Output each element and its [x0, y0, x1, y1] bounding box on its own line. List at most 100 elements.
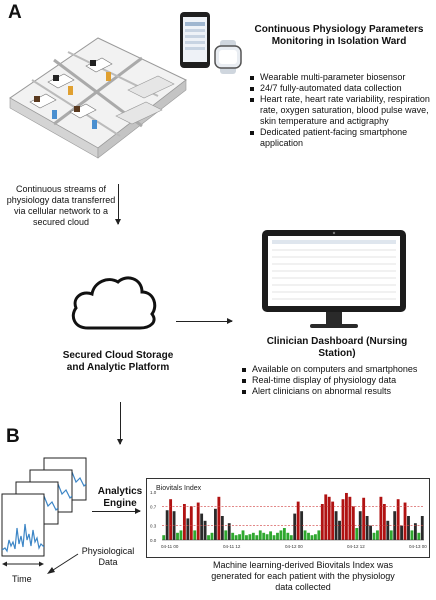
index-bar [403, 502, 407, 540]
index-bar [165, 510, 169, 540]
x-tick-label: 04-11 12 [223, 544, 241, 549]
index-bar [289, 535, 293, 540]
index-bar [307, 532, 310, 540]
index-bar [189, 506, 193, 540]
index-bar [351, 506, 355, 540]
index-bar [238, 534, 241, 540]
index-bar [417, 532, 421, 540]
index-bar [255, 535, 259, 540]
index-bar [358, 511, 362, 540]
index-bar [251, 532, 255, 540]
engine-arrow [92, 508, 141, 514]
index-bar [310, 535, 314, 540]
index-bar [341, 499, 345, 540]
index-bar [265, 534, 269, 540]
index-bar [400, 525, 404, 540]
result-caption: Machine learning-derived Biovitals Index… [211, 560, 395, 592]
dashboard-feature-item: Alert clinicians on abnormal results [242, 386, 432, 397]
index-bar [389, 530, 393, 540]
index-bar [369, 525, 372, 540]
index-bar [372, 532, 376, 540]
index-bar [286, 532, 290, 540]
monitoring-features: Wearable multi-parameter biosensor 24/7 … [248, 72, 436, 149]
x-tick-label: 04-12 00 [285, 544, 303, 549]
index-bar [248, 534, 252, 540]
index-bar [379, 496, 383, 540]
smartphone-icon [180, 12, 210, 68]
index-bar [186, 518, 190, 540]
index-bar [303, 530, 307, 540]
ward-illustration [9, 37, 187, 159]
index-bar [272, 535, 276, 540]
x-tick-label: 04-11 00 [161, 544, 179, 549]
y-tick-label: 1.0 [150, 490, 157, 495]
index-bar [365, 516, 369, 540]
chart-title: Biovitals Index [156, 485, 202, 492]
monitor-icon [262, 230, 406, 328]
index-bar [203, 520, 207, 540]
index-bar [179, 530, 183, 540]
index-bar [386, 520, 390, 540]
index-bar [234, 535, 238, 540]
stream-caption: Continuous streams of physiology data tr… [6, 184, 116, 227]
cloud-icon [71, 276, 157, 330]
analytics-engine-label: Analytics Engine [97, 486, 143, 509]
index-bar [296, 501, 300, 540]
index-bar [317, 530, 321, 540]
smartwatch-icon [214, 40, 242, 74]
index-bar [220, 516, 224, 540]
index-bar [231, 532, 235, 540]
feature-item: Heart rate, heart rate variability, resp… [250, 94, 436, 127]
index-bar [334, 511, 338, 540]
feature-item: 24/7 fully-automated data collection [250, 83, 436, 94]
feature-item: Dedicated patient-facing smartphone appl… [250, 127, 436, 149]
index-bar [245, 535, 248, 540]
index-bar [224, 530, 228, 540]
index-bar [345, 492, 348, 540]
down-arrow-2 [117, 402, 123, 445]
index-bar [320, 504, 324, 540]
index-bar [200, 513, 204, 540]
index-bar [182, 504, 186, 540]
index-bar [413, 523, 417, 540]
index-bar [227, 523, 231, 540]
index-bar [262, 532, 266, 540]
index-bar [293, 513, 297, 540]
index-bar [169, 499, 173, 540]
chart-frame [146, 478, 430, 558]
y-tick-label: 0.7 [150, 504, 157, 509]
index-bar [300, 511, 304, 540]
dashboard-feature-item: Available on computers and smartphones [242, 364, 432, 375]
index-bar [324, 494, 328, 540]
index-bar [210, 532, 214, 540]
index-bar [396, 499, 400, 540]
panel-b-label: B [6, 426, 20, 447]
index-bar [276, 532, 279, 540]
index-bar [410, 530, 414, 540]
index-bar [382, 504, 386, 540]
index-bar [331, 501, 335, 540]
dashboard-feature-item: Real-time display of physiology data [242, 375, 432, 386]
cloud-label: Secured Cloud Storage and Analytic Platf… [62, 350, 174, 373]
monitoring-title: Continuous Physiology Parameters Monitor… [254, 24, 424, 47]
signal-window-icon [1, 457, 87, 567]
right-arrow [176, 318, 233, 324]
index-bar [207, 535, 210, 540]
panel-a-label: A [8, 2, 22, 23]
physiological-data-label: Physiological Data [81, 546, 135, 567]
index-bar [348, 496, 352, 540]
y-tick-label: 0.0 [150, 538, 157, 543]
index-bar [282, 528, 286, 540]
index-bar [362, 497, 366, 540]
index-bar [258, 530, 262, 540]
index-bar [217, 496, 221, 540]
index-bar [327, 496, 331, 540]
index-bar [241, 530, 245, 540]
index-bar [407, 516, 410, 540]
index-bar [176, 532, 179, 540]
index-bar [193, 530, 197, 540]
index-bar [355, 528, 359, 540]
index-bar [338, 520, 341, 540]
index-bar [162, 535, 166, 540]
index-bar [420, 516, 424, 540]
